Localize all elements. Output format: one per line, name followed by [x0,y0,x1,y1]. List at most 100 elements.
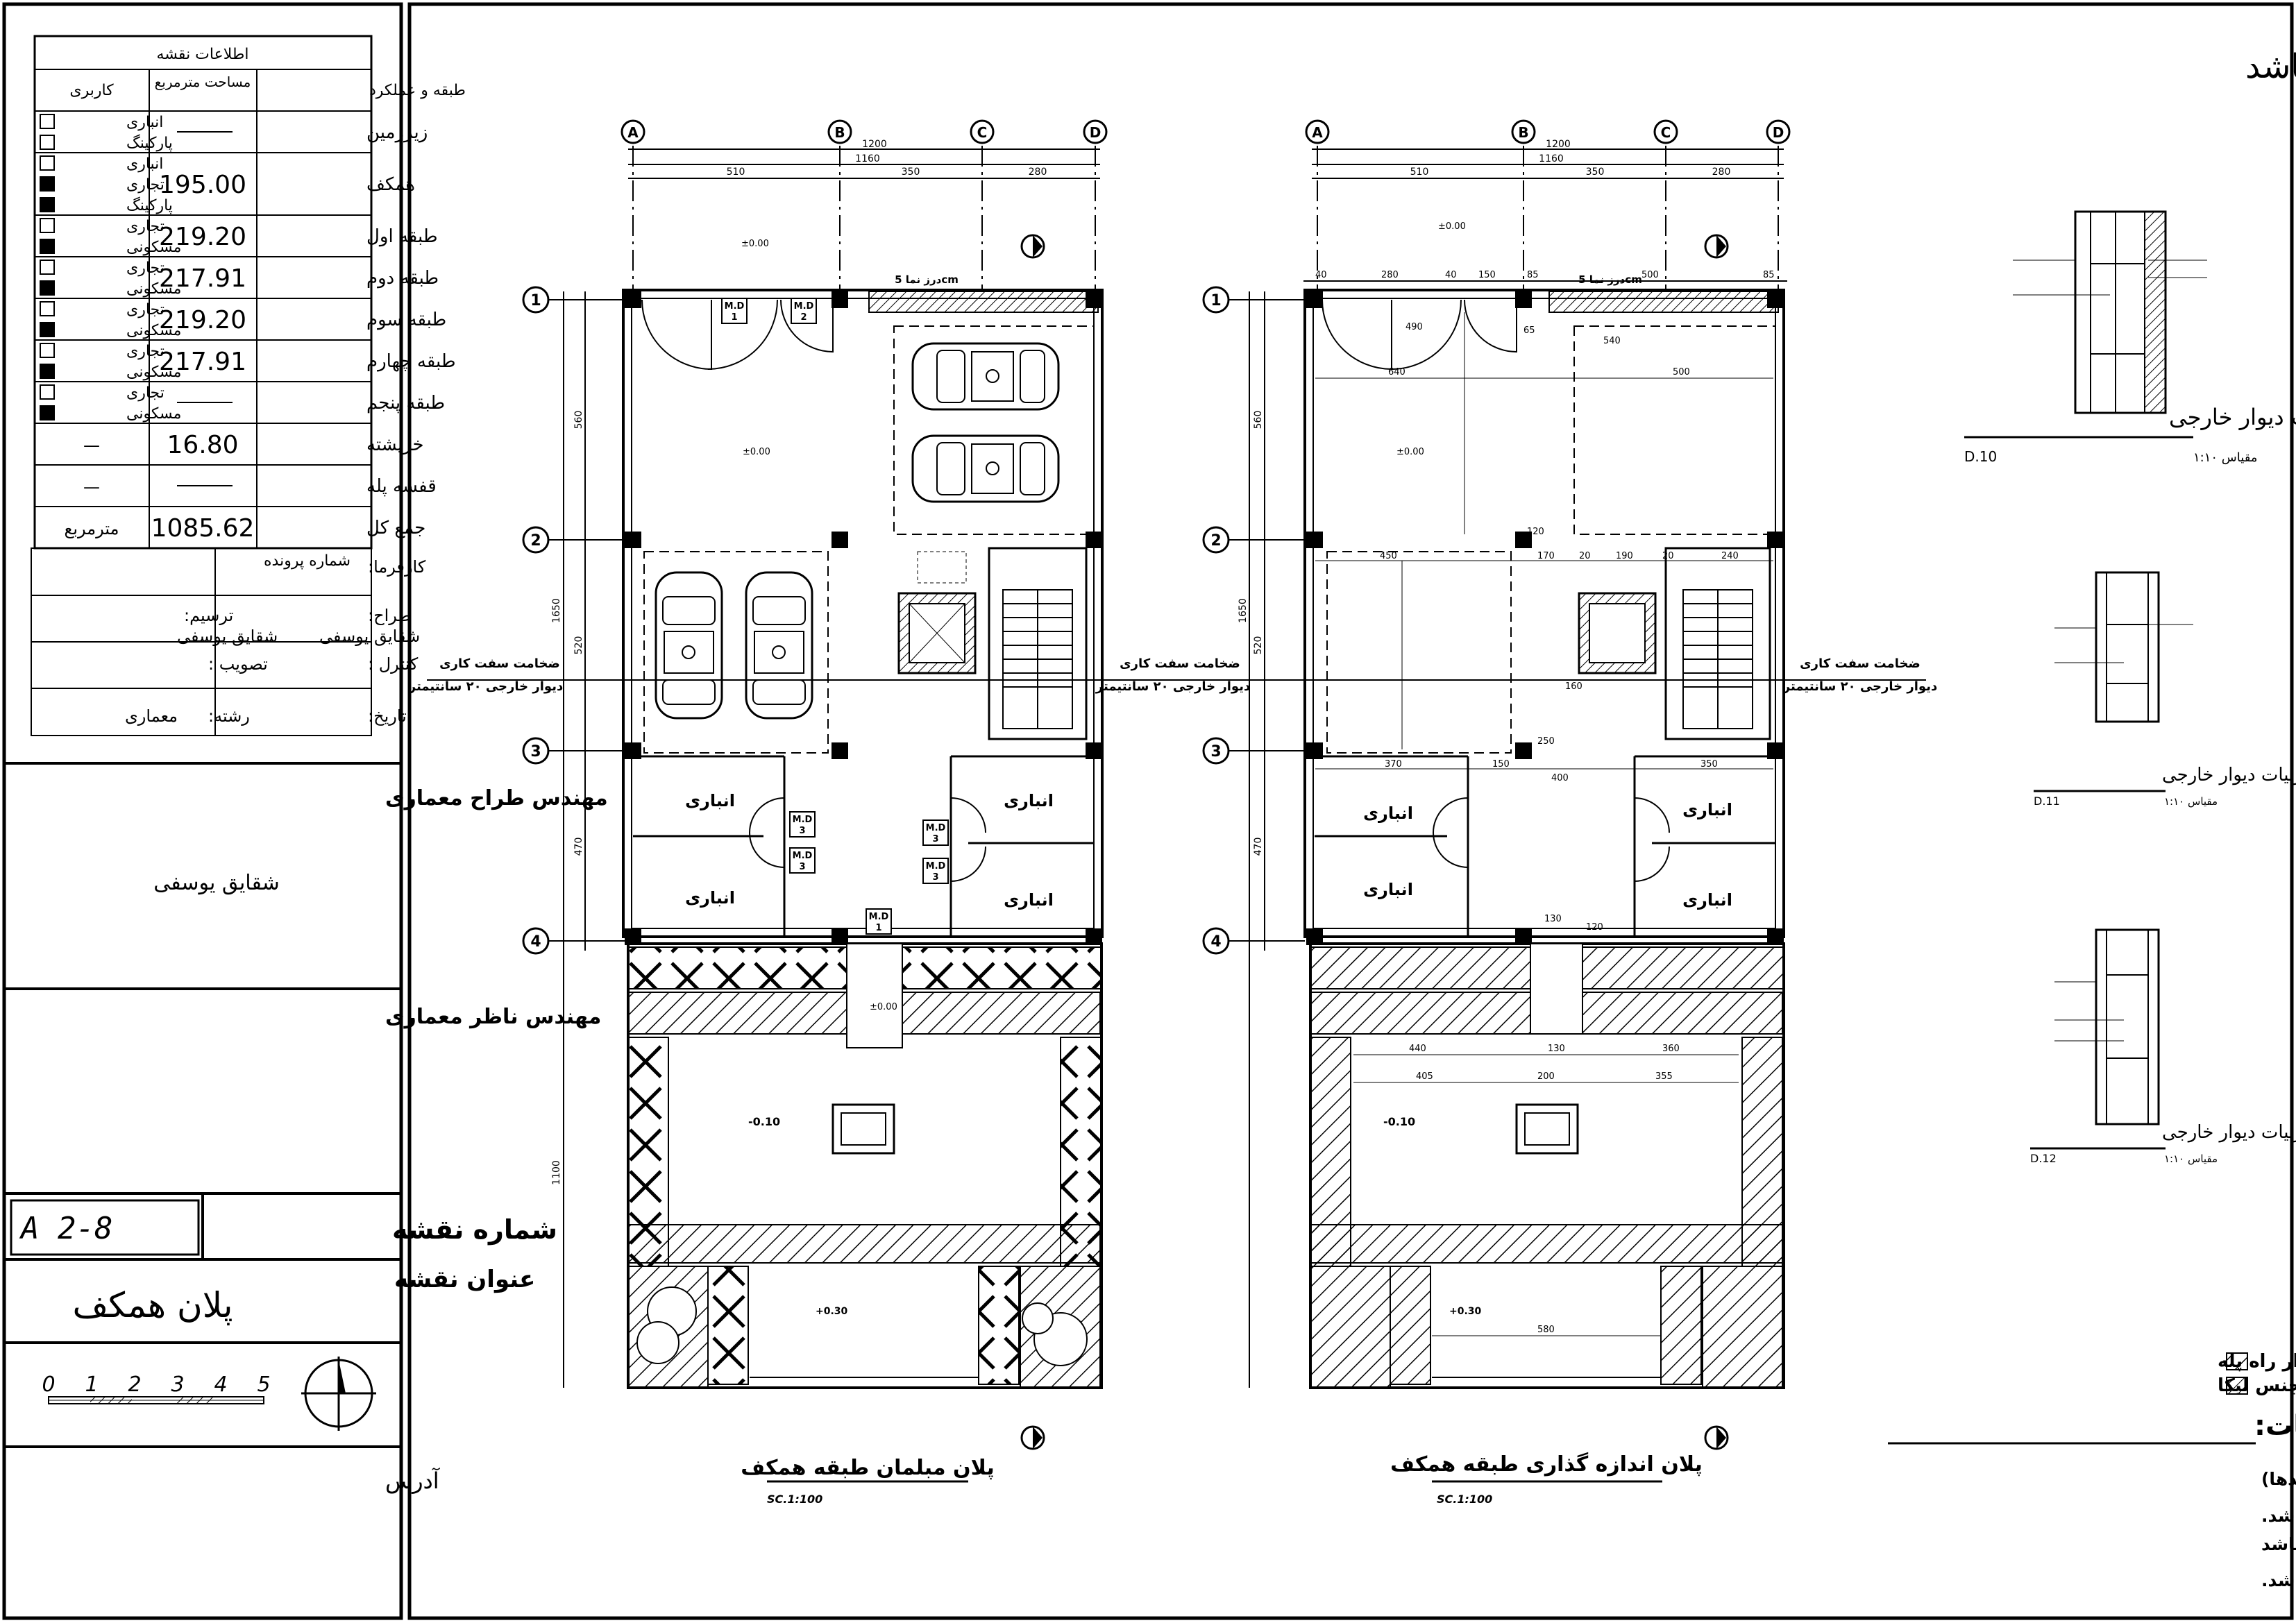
address-label: آدرس [385,1467,441,1494]
dim-side-total-p1: 1650 [551,598,562,623]
level-parking: ±0.00 [743,447,770,457]
note-item-4: و فاصله خالص نرده ها نباید از ۱۱ سانتیمت… [2261,1570,2296,1591]
use-checkbox[interactable] [40,343,55,358]
p2-misc-0: 490 [1406,322,1423,332]
joint-note-p2: درز نما 5cm [1578,273,1642,286]
svg-text:M.D: M.D [725,301,745,312]
p2-row3-0: 370 [1385,759,1402,770]
header-note: تمامی ستون ها دارای پوشش ضد حریق می باشد [2245,47,2296,86]
control-label: کنترل : [368,654,419,674]
axis-bubble-a-p2: A [1312,124,1323,141]
dim-part3-p1: 280 [1029,167,1047,178]
info-row-area: 16.80 [167,431,238,459]
wall-note-mid-2: دیوار خارجی ۲۰ سانتیمتر [1095,679,1250,694]
door-tag: M.D3 [922,819,949,846]
p2-misc-2: 540 [1603,336,1621,346]
info-head-use: کاربری [69,82,114,99]
info-row-floor: جمع کل [366,518,425,538]
axis-bubble-2-p1: 2 [530,532,541,550]
dimension-plan [1229,146,1926,1450]
wall-note-right-1: ضخامت سفت کاری [1800,656,1921,671]
sheet-title-label: عنوان نقشه [394,1266,535,1293]
detail-code-d11: D.11 [2034,794,2060,808]
axis-bubble-b-p2: B [1518,124,1528,141]
dim-side2-p1: 520 [573,636,584,655]
info-row-use: — [83,477,100,497]
design-engineer-name: شقایق یوسفی [153,871,280,895]
use-checkbox[interactable] [40,155,55,171]
level-garden-p2: +0.30 [1449,1306,1482,1317]
door-tag: M.D3 [789,847,816,874]
axis-bubble-4-p2: 4 [1210,933,1221,951]
dim-side2-p2: 520 [1253,636,1264,655]
use-checkbox[interactable] [40,301,55,316]
info-row-floor: طبقه چهارم [366,351,456,372]
dim-top-total-p1: 1200 [862,139,887,150]
svg-text:1: 1 [731,312,737,323]
dim-top-total-p2: 1200 [1546,139,1571,150]
draftsman-label: ترسیم: [184,606,233,625]
use-checkbox[interactable] [40,364,55,379]
detail-scale-d12: مقیاس ۱:۱۰ [2164,1153,2218,1165]
door-tag: M.D1 [721,298,748,324]
use-checkbox[interactable] [40,135,55,150]
svg-text:2: 2 [800,312,807,323]
furniture-plan [427,146,1246,1450]
dim-part2-p2: 350 [1586,167,1605,178]
p2-misc-4: 160 [1565,681,1582,692]
legend-stair-wall: دیوار راه پله [2218,1351,2296,1372]
axis-bubble-d-p1: D [1090,124,1101,141]
info-row-area: 217.91 [159,264,246,293]
door-tag: M.D2 [791,298,817,324]
scale-bar-label: 2 [128,1373,141,1397]
level-courtyard-p2: -0.10 [1383,1115,1415,1128]
legend-swatch-leca [2226,1377,2248,1395]
p2-court-5: 355 [1655,1071,1673,1082]
room-storage-7: انباری [1682,800,1732,819]
axis-bubble-d-p2: D [1773,124,1784,141]
room-storage-4: انباری [1004,890,1054,910]
sheet-title: پلان همکف [72,1285,233,1325]
p2-row3-2: 350 [1700,759,1718,770]
wall-detail-d12 [2030,928,2166,1150]
use-checkbox[interactable] [40,176,55,192]
use-checkbox[interactable] [40,239,55,254]
info-head-area: مساحت مترمربع [155,74,251,90]
p2-row1-1: 500 [1673,367,1690,377]
svg-text:M.D: M.D [794,301,814,312]
use-checkbox[interactable] [40,405,55,420]
approval-label: تصویب : [208,654,268,674]
room-storage-6: انباری [1363,880,1413,899]
dim-top-sub-p1: 1160 [855,153,880,164]
axis-bubble-a-p1: A [627,124,639,141]
level-garden: +0.30 [816,1306,848,1317]
use-checkbox[interactable] [40,322,55,337]
p2-court-1: 130 [1548,1044,1565,1054]
wall-detail-d11 [2034,571,2193,792]
use-checkbox[interactable] [40,260,55,275]
scale-bar-label: 3 [171,1373,184,1397]
use-checkbox[interactable] [40,280,55,296]
detail-title-d11: جزئیات دیوار خارجی [2162,765,2296,785]
p2-strip-5: 500 [1641,270,1659,280]
info-row-use: مسکونی [126,239,181,256]
use-checkbox[interactable] [40,197,55,212]
wall-detail-d10 [1964,210,2207,439]
info-row-floor: طبقه دوم [366,268,439,289]
scale-bar [48,1396,264,1404]
axis-bubble-c-p2: C [1661,124,1671,141]
plan-title-dimension: پلان اندازه گذاری طبقه همکف [1390,1452,1703,1477]
supervisor-engineer-title: مهندس ناظر معماری [385,1005,601,1029]
level-courtyard: -0.10 [748,1115,780,1128]
axis-bubble-1-p1: 1 [530,292,541,309]
room-storage-5: انباری [1363,804,1413,823]
detail-scale-d11: مقیاس ۱:۱۰ [2164,795,2218,808]
dim-side3-p2: 470 [1253,838,1264,856]
use-checkbox[interactable] [40,384,55,400]
left-title-frame [2,2,403,1620]
use-checkbox[interactable] [40,114,55,129]
info-row-floor: زیرزمین [366,122,428,143]
use-checkbox[interactable] [40,218,55,233]
axis-bubble-b-p1: B [834,124,845,141]
svg-text:3: 3 [799,826,805,836]
